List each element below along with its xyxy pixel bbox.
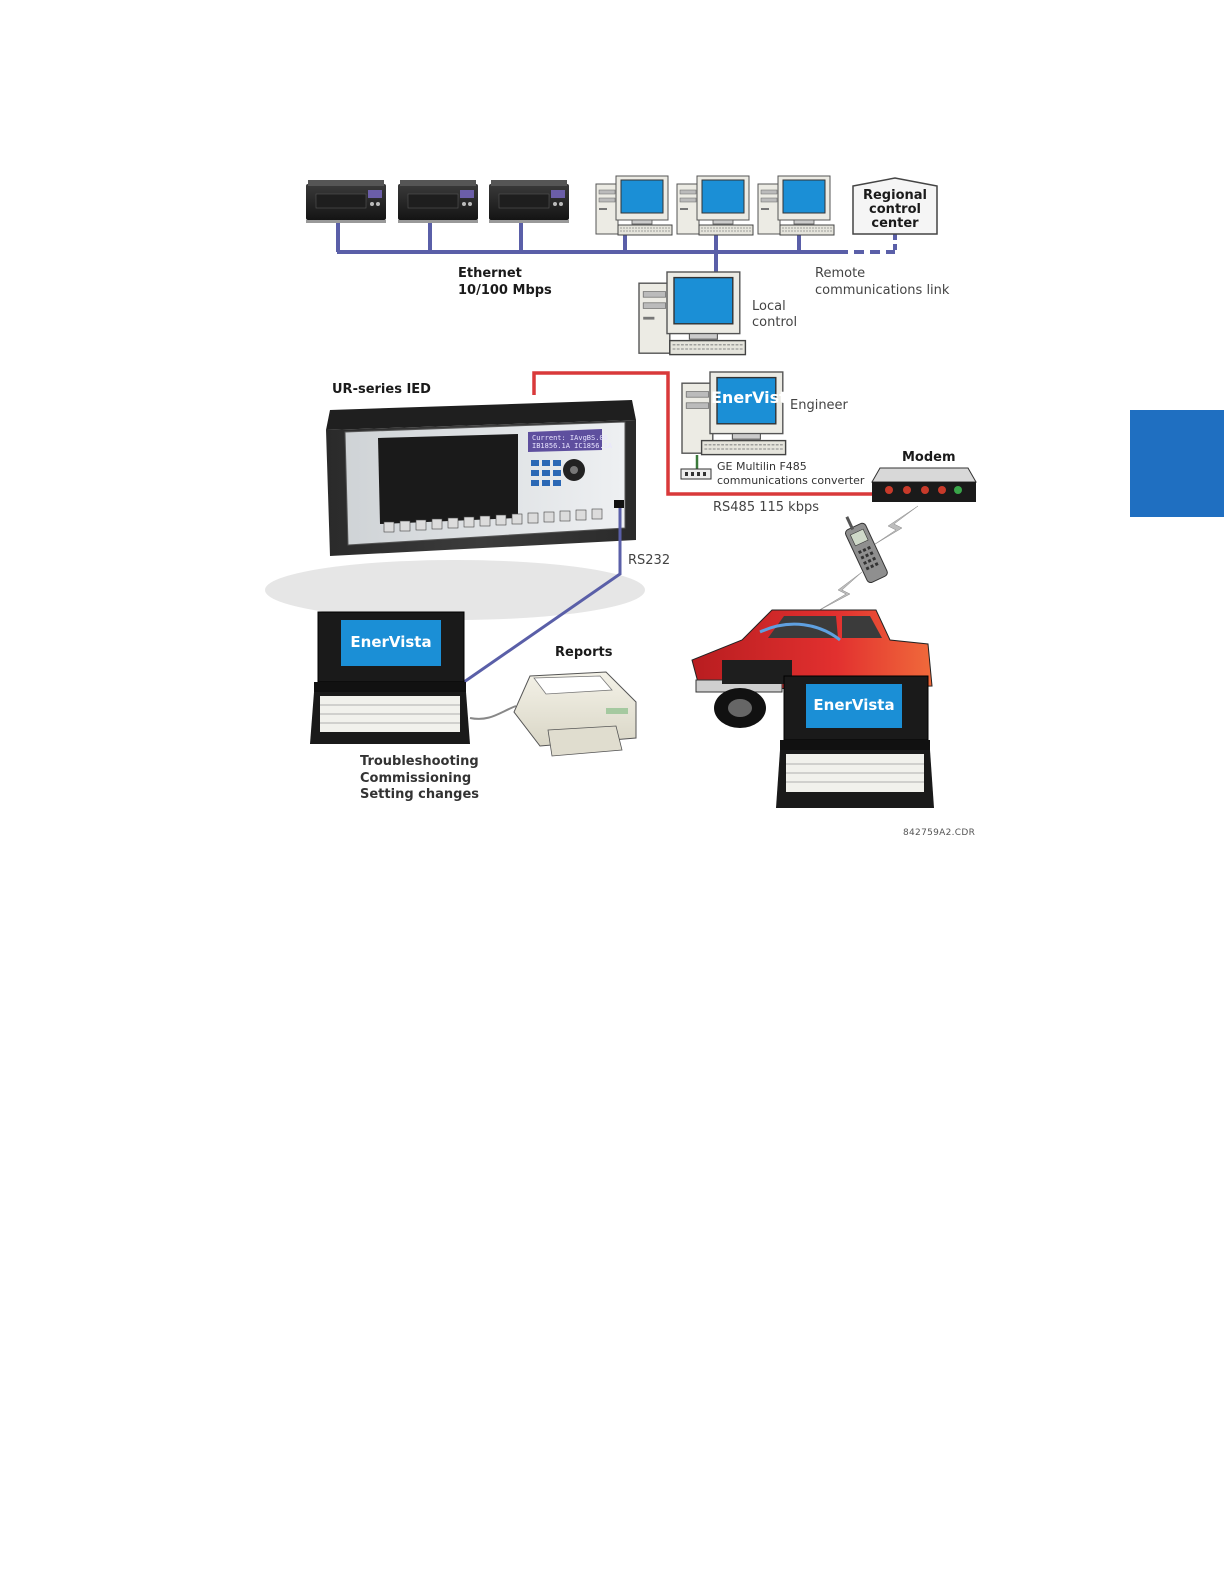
troubleshooting-label: Troubleshooting (360, 754, 479, 769)
local-label-1: Local (752, 299, 786, 314)
laptop-right-screen-text: EnerVista (813, 696, 895, 714)
pickup-truck (691, 609, 933, 728)
modem-label: Modem (902, 450, 956, 465)
ethernet-label: Ethernet (458, 266, 522, 281)
engineer-pc (681, 371, 787, 456)
pc-2 (676, 175, 754, 236)
remote-label-1: Remote (815, 266, 866, 281)
modem (871, 467, 977, 502)
ur-series-label: UR-series IED (332, 382, 431, 397)
laptop-right (776, 675, 934, 808)
converter-label-2: communications converter (717, 474, 865, 487)
cell-phone (845, 516, 888, 584)
converter-label-1: GE Multilin F485 (717, 460, 807, 473)
pc-3 (757, 175, 835, 236)
rs485-label: RS485 115 kbps (713, 500, 819, 515)
pc-1 (595, 175, 673, 236)
f485-converter (680, 468, 712, 480)
rs232-label: RS232 (628, 553, 671, 568)
laptop-left-screen-text: EnerVista (350, 633, 432, 651)
regional-control-center (852, 177, 938, 235)
relay-1 (305, 179, 387, 224)
setting-changes-label: Setting changes (360, 787, 479, 802)
rs485-link (532, 371, 873, 496)
ethernet-speed-label: 10/100 Mbps (458, 283, 552, 298)
engineer-label: Engineer (790, 398, 848, 413)
engineer-screen-text: EnerVista (711, 388, 798, 407)
ied-display-line2: IB1856.1A IC1856.1A (532, 442, 613, 450)
regional-label-1: Regional (862, 188, 927, 203)
printer-cable (469, 705, 517, 720)
laptop-left (310, 611, 470, 744)
local-control-pc (638, 271, 747, 356)
relay-2 (397, 179, 479, 224)
regional-label-2: control (869, 202, 921, 217)
chapter-tab (1130, 410, 1224, 517)
local-label-2: control (752, 315, 798, 330)
commissioning-label: Commissioning (360, 771, 472, 786)
ethernet-bus (336, 222, 897, 272)
reports-label: Reports (555, 645, 613, 660)
ied-display-line1: Current: IAvgBS.06 (532, 434, 608, 442)
figure-code: 842759A2.CDR (903, 828, 976, 838)
relay-3 (488, 179, 570, 224)
regional-label-3: center (871, 216, 919, 231)
printer (513, 671, 637, 757)
rs232-link (463, 508, 622, 684)
ur-series-ied (265, 400, 645, 620)
remote-label-2: communications link (815, 283, 950, 298)
